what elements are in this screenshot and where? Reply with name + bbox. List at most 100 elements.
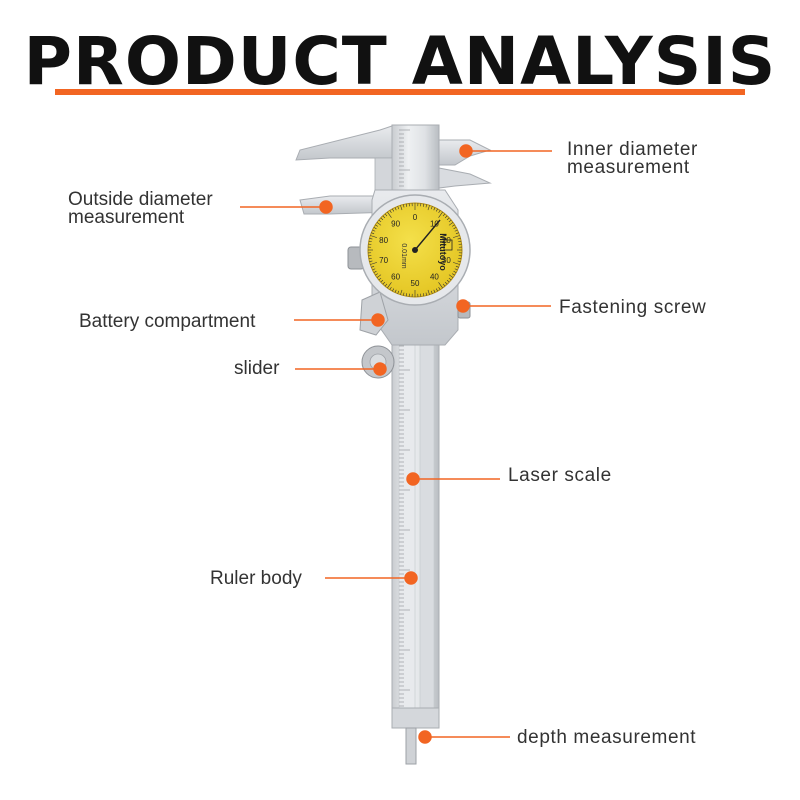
- dial-tick: [371, 265, 375, 268]
- dial-tick: [454, 268, 458, 271]
- dial-tick: [382, 215, 386, 219]
- dial-tick: [438, 211, 443, 218]
- battery-label: Battery compartment: [79, 312, 255, 331]
- depth-label-line1: depth measurement: [517, 727, 697, 748]
- dial-tick: [425, 292, 427, 296]
- dial-tick: [442, 213, 446, 217]
- dial-tick: [444, 215, 448, 219]
- outside-diameter-dot: [319, 200, 333, 214]
- dial-tick: [457, 260, 461, 262]
- outside-diameter-label-line1: Outside diameter: [68, 189, 213, 210]
- dial-tick: [405, 293, 408, 297]
- dial-tick: [380, 217, 384, 221]
- dial-tick: [400, 289, 403, 295]
- laser-scale-ticks: [399, 129, 410, 715]
- dial-tick: [455, 232, 459, 235]
- dial-tick: [451, 273, 455, 276]
- dial-tick: [375, 273, 379, 276]
- title-underline: [55, 89, 745, 95]
- dial-tick: [392, 288, 395, 292]
- dial-tick: [455, 265, 459, 268]
- dial-tick: [451, 224, 455, 227]
- dial-tick: [376, 274, 382, 278]
- dial-tick: [435, 288, 438, 292]
- dial-number: 80: [379, 236, 388, 245]
- inner-diameter-dot: [459, 144, 473, 158]
- inner-diameter-label-line1: Inner diameter: [567, 139, 698, 160]
- dial-tick: [433, 289, 436, 293]
- dial-tick: [400, 205, 403, 211]
- page-title: PRODUCT ANALYSIS: [23, 23, 777, 100]
- dial-number: 10: [430, 219, 439, 228]
- dial-tick: [457, 238, 461, 240]
- outside-diameter-label-line2: measurement: [68, 207, 185, 228]
- slider-label-line1: slider: [234, 358, 280, 379]
- depth-rod: [391, 707, 440, 765]
- dial-tick: [427, 205, 430, 211]
- dial-tick: [369, 238, 373, 240]
- dial-tick: [368, 240, 372, 243]
- dial-tick: [384, 213, 388, 217]
- dial-number: 60: [391, 273, 400, 282]
- dial-tick: [453, 270, 457, 273]
- dial-tick: [394, 289, 397, 293]
- dial-tick: [458, 240, 462, 243]
- dial-tick: [387, 282, 392, 289]
- dial-tick: [448, 274, 454, 278]
- slider-dot: [373, 362, 387, 376]
- dial-tick: [430, 290, 433, 294]
- dial-number: 70: [379, 256, 388, 265]
- dial-tick: [452, 262, 460, 265]
- dial-tick: [458, 257, 462, 260]
- dial-tick: [375, 224, 379, 227]
- dial-tick: [397, 290, 400, 294]
- depth-label: depth measurement: [517, 727, 697, 748]
- laser-scale-label-line1: Laser scale: [508, 465, 612, 486]
- inner-diameter-label-line2: measurement: [567, 157, 690, 178]
- laser-scale-dot: [406, 472, 420, 486]
- inner-diameter-label: Inner diameter measurement: [567, 139, 698, 178]
- dial-tick: [425, 204, 427, 208]
- ruler-body-dot: [404, 571, 418, 585]
- dial-tick: [438, 286, 441, 290]
- dial-resolution: 0.01mm: [400, 243, 407, 268]
- dial-tick: [389, 210, 392, 214]
- dial-tick: [435, 208, 438, 212]
- laser-scale-label: Laser scale: [508, 465, 612, 486]
- dial-tick: [370, 235, 378, 238]
- dial-brand: Mitutoyo: [438, 233, 448, 271]
- dial-tick: [438, 210, 441, 214]
- dial-tick: [430, 206, 433, 210]
- dial-tick: [403, 292, 405, 296]
- dial-tick: [372, 229, 376, 232]
- dial-tick: [376, 222, 382, 226]
- dial-tick: [453, 227, 457, 230]
- dial-tick: [382, 281, 386, 285]
- slider-label: slider: [234, 358, 280, 379]
- outside-diameter-label: Outside diameter measurement: [68, 189, 213, 228]
- dial-tick: [384, 283, 388, 287]
- dial-tick: [389, 286, 392, 290]
- dial-tick: [446, 279, 450, 283]
- dial-tick: [371, 232, 375, 235]
- dial-tick: [444, 281, 448, 285]
- dial-tick: [368, 257, 372, 260]
- dial-tick: [422, 293, 425, 297]
- dial-tick: [370, 262, 378, 265]
- dial-tick: [392, 208, 395, 212]
- depth-dot: [418, 730, 432, 744]
- dial-tick: [442, 283, 446, 287]
- dial-tick: [448, 222, 454, 226]
- dial-number: 40: [430, 273, 439, 282]
- battery-dot: [371, 313, 385, 327]
- dial-tick: [454, 229, 458, 232]
- dial-tick: [448, 277, 452, 281]
- dial-number: 0: [413, 213, 418, 222]
- dial-tick: [403, 204, 405, 208]
- dial-tick: [452, 235, 460, 238]
- dial-tick: [373, 227, 377, 230]
- dial-tick: [387, 211, 392, 218]
- dial-tick: [427, 289, 430, 295]
